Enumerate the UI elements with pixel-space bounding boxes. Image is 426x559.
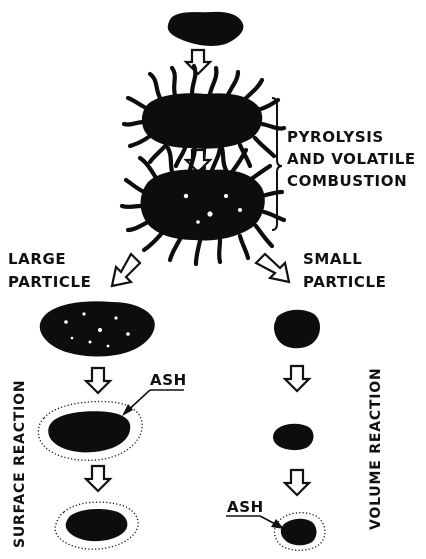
ash-label-large: ASH: [150, 371, 187, 389]
large-porous-particle: [40, 301, 155, 356]
down-arrow-large-2: [86, 466, 110, 491]
pyrolysis-label-line1: PYROLYSIS: [287, 128, 384, 146]
large-particle-label-line2: PARTICLE: [8, 273, 92, 291]
ash-label-small: ASH: [227, 498, 264, 516]
down-arrow-1: [186, 50, 210, 74]
pyrolysis-label-line2: AND VOLATILE: [287, 150, 416, 168]
coal-particle: [168, 12, 244, 46]
diagonal-arrow-left: [112, 254, 140, 286]
down-arrow-large-1: [86, 368, 110, 393]
small-particle-label-line1: SMALL: [303, 250, 362, 268]
diagonal-arrow-right: [256, 254, 289, 282]
pyrolysis-bracket: [272, 98, 282, 230]
pyrolysis-label-line3: COMBUSTION: [287, 172, 407, 190]
volume-reaction-particle-1: [273, 424, 313, 450]
surface-reaction-label: SURFACE REACTION: [12, 380, 28, 548]
down-arrow-small-1: [285, 366, 309, 391]
down-arrow-small-2: [285, 470, 309, 495]
large-particle-label-line1: LARGE: [8, 250, 66, 268]
small-particle-label-line2: PARTICLE: [303, 273, 387, 291]
small-particle: [274, 310, 320, 349]
volume-reaction-label: VOLUME REACTION: [368, 368, 384, 530]
